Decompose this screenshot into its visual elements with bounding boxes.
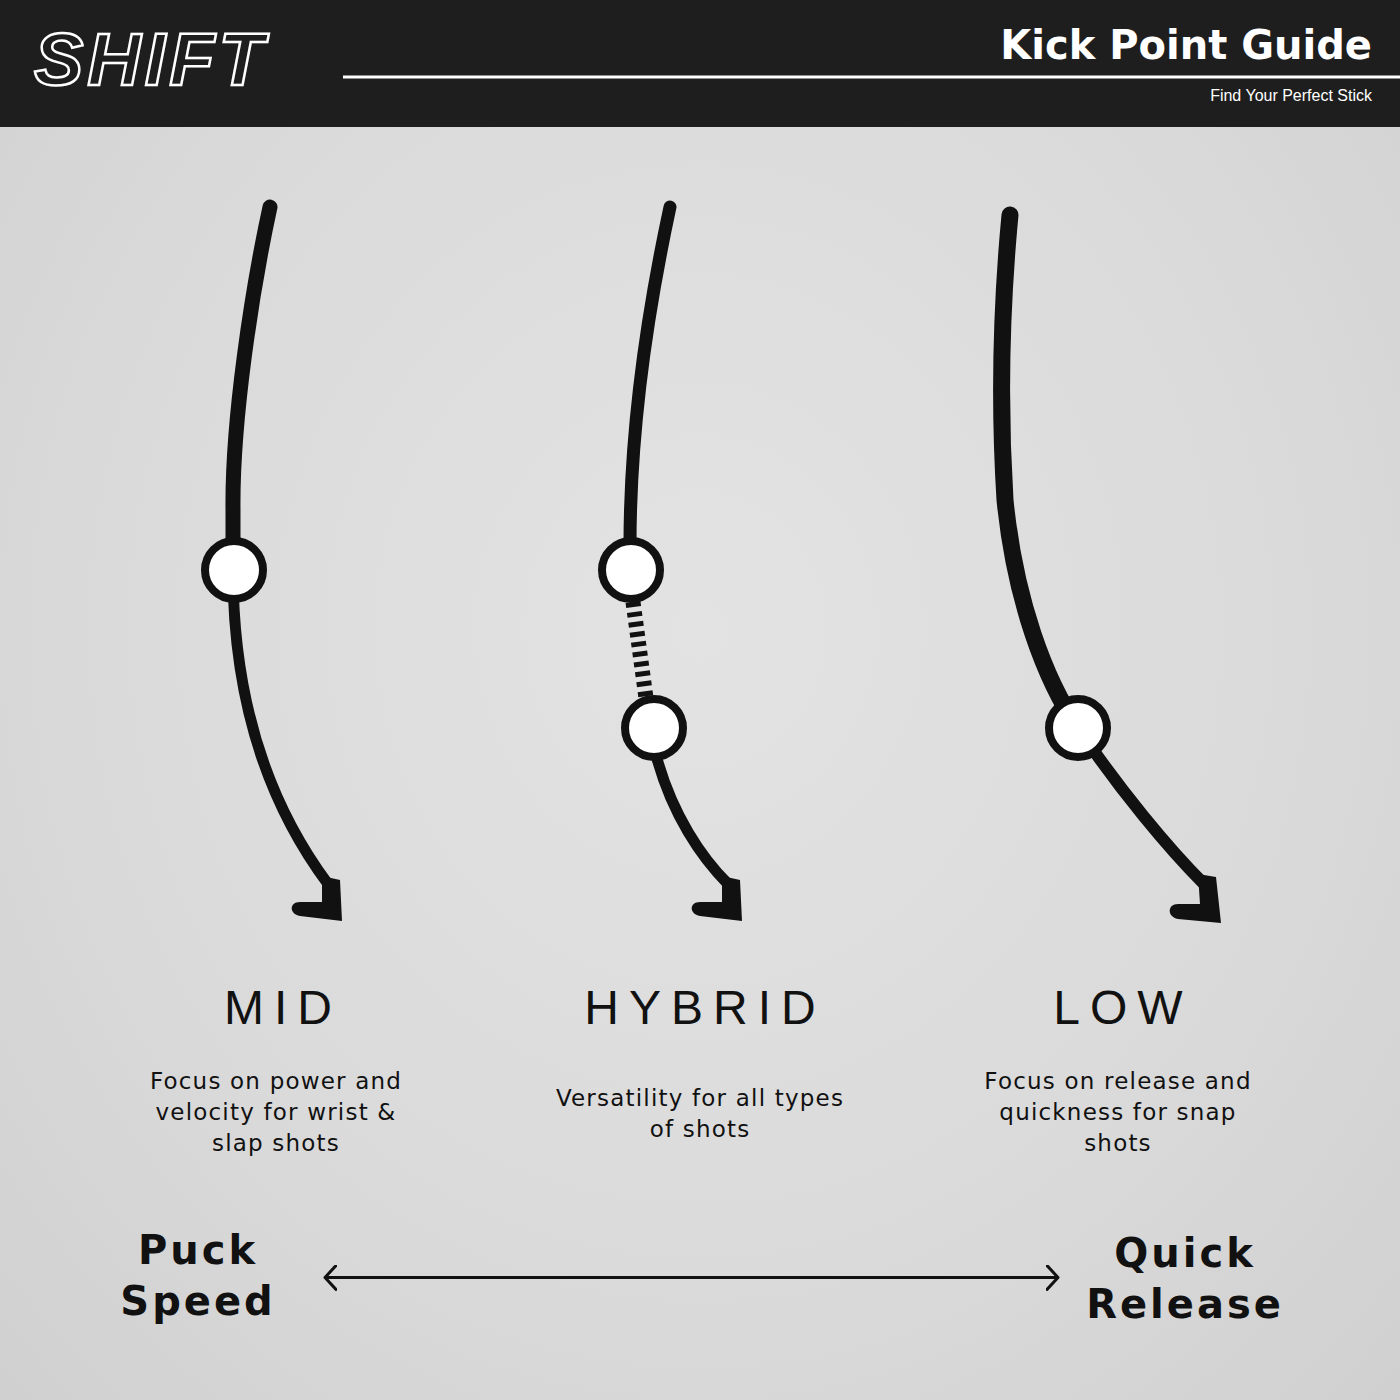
brand-logo: SHIFT xyxy=(34,18,268,102)
stick-shaft xyxy=(233,207,270,570)
kick-zone-dashes xyxy=(633,602,646,698)
guide-title: Kick Point Guide xyxy=(1000,22,1372,68)
kick-type-heading: LOW xyxy=(968,980,1268,1036)
kick-type-heading: HYBRID xyxy=(550,980,850,1036)
stick-shaft xyxy=(630,207,670,545)
stick-shaft xyxy=(233,570,328,884)
kick-type-description: Focus on release and quickness for snap … xyxy=(968,1066,1268,1159)
kick-type-heading: MID xyxy=(128,980,428,1036)
kick-type-description: Versatility for all types of shots xyxy=(555,1083,845,1145)
scale-end-text: Puck Speed xyxy=(83,1225,313,1327)
low-stick xyxy=(1002,215,1204,884)
stick-blade xyxy=(692,876,742,921)
scale-end-text: Quick Release xyxy=(1070,1228,1300,1330)
kick-point-marker xyxy=(205,541,263,599)
stick-shaft xyxy=(1002,215,1078,728)
kick-point-marker xyxy=(602,541,660,599)
stick-shaft xyxy=(656,755,728,884)
scale-end-label: Quick Release xyxy=(1058,1228,1312,1330)
header-rule xyxy=(343,76,1400,79)
stick-blade xyxy=(292,876,342,921)
kick-point-marker xyxy=(1049,699,1107,757)
kick-type-description: Focus on power and velocity for wrist & … xyxy=(131,1066,421,1159)
scale-end-label: Puck Speed xyxy=(71,1225,325,1327)
stick-blade xyxy=(1170,874,1221,923)
kick-point-marker xyxy=(625,699,683,757)
tagline: Find Your Perfect Stick xyxy=(1210,86,1372,106)
scale-arrow xyxy=(325,1276,1058,1279)
